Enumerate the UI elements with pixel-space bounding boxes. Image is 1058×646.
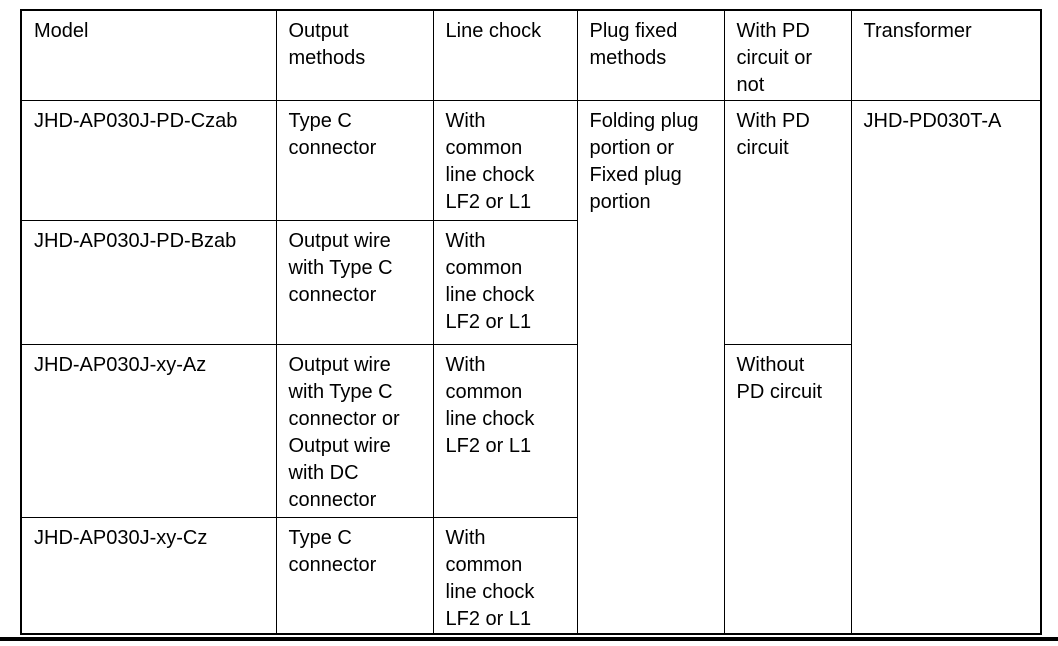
- cell-output-methods-row3: Output wire with Type C connector or Out…: [275, 343, 434, 518]
- product-spec-table: Model Output methods Line chock Plug fix…: [20, 9, 1042, 635]
- table-row: JHD-AP030J-PD-Bzab Output wire with Type…: [20, 219, 1041, 345]
- header-transformer: Transformer: [850, 9, 1042, 101]
- cell-model-row2: JHD-AP030J-PD-Bzab: [20, 219, 277, 345]
- cell-output-methods-row1: Type C connector: [275, 99, 434, 221]
- page-divider-rule: [0, 637, 1058, 641]
- header-line-chock: Line chock: [432, 9, 578, 101]
- header-model: Model: [20, 9, 277, 101]
- cell-model-row4: JHD-AP030J-xy-Cz: [20, 516, 277, 635]
- cell-line-chock-row2: With common line chock LF2 or L1: [432, 219, 578, 345]
- table-row: JHD-AP030J-PD-Czab Type C connector With…: [20, 99, 1042, 635]
- header-pd-circuit: With PD circuit or not: [723, 9, 852, 101]
- cell-output-methods-row4: Type C connector: [275, 516, 434, 635]
- cell-with-pd-circuit: With PD circuit: [723, 99, 852, 345]
- header-output-methods: Output methods: [275, 9, 434, 101]
- table-row: JHD-AP030J-xy-Az Output wire with Type C…: [20, 343, 1041, 635]
- cell-plug-fixed-methods: Folding plug portion or Fixed plug porti…: [576, 99, 725, 635]
- cell-line-chock-row3: With common line chock LF2 or L1: [432, 343, 578, 518]
- cell-line-chock-row4: With common line chock LF2 or L1: [432, 516, 578, 635]
- cell-transformer-model: JHD-PD030T-A: [850, 99, 1042, 635]
- cell-without-pd-circuit: Without PD circuit: [723, 343, 852, 635]
- cell-output-methods-row2: Output wire with Type C connector: [275, 219, 434, 345]
- header-plug-fixed-methods: Plug fixed methods: [576, 9, 725, 101]
- table-header-row: Model Output methods Line chock Plug fix…: [20, 9, 1042, 101]
- table-row: JHD-AP030J-xy-Cz Type C connector With c…: [20, 516, 1041, 635]
- cell-model-row3: JHD-AP030J-xy-Az: [20, 343, 277, 518]
- cell-line-chock-row1: With common line chock LF2 or L1: [432, 99, 578, 221]
- cell-model-row1: JHD-AP030J-PD-Czab: [20, 99, 277, 221]
